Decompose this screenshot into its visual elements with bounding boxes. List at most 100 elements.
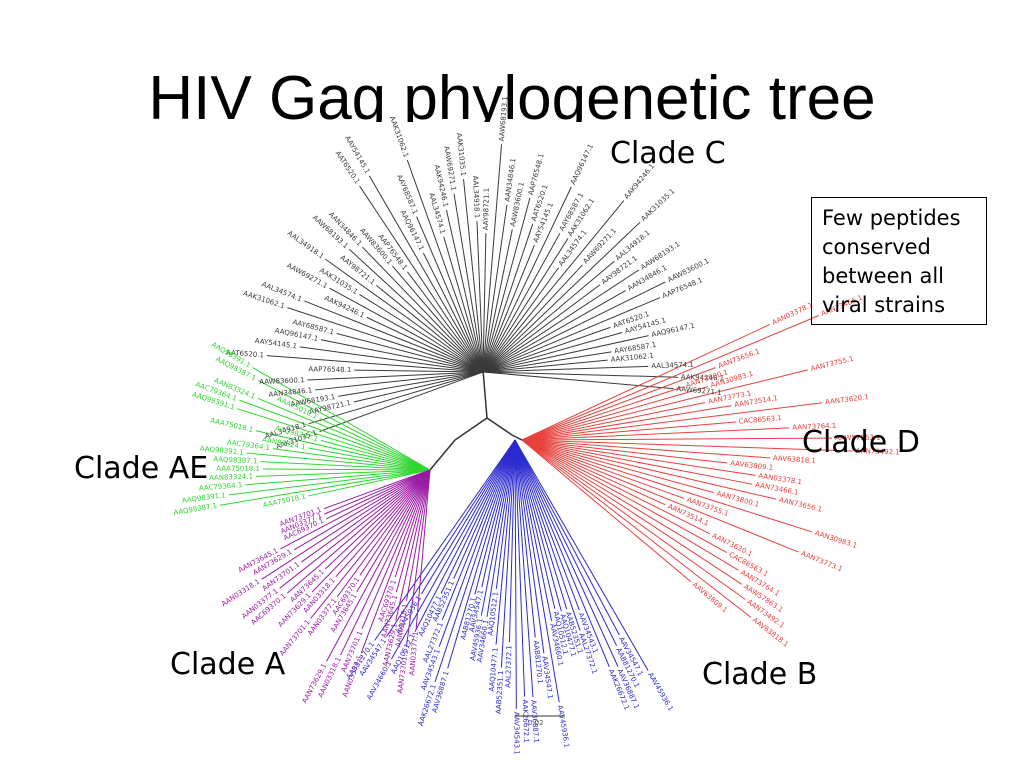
leaf-label-b: AAV34543.1: [512, 712, 520, 755]
leaf-label-c: AAY98721.1: [482, 188, 491, 231]
tree-branch-c: [482, 197, 531, 373]
tree-backbone: [486, 417, 513, 436]
tree-branch-c: [482, 365, 649, 373]
tree-branch-ae: [255, 430, 431, 471]
clade-ae-label: Clade AE: [74, 451, 209, 486]
tree-branch-c: [482, 204, 508, 373]
leaf-label-d: AAN73800.1: [716, 490, 761, 509]
tree-branch-c: [482, 244, 535, 373]
tree-branch-b: [453, 439, 516, 579]
tree-branch-b: [514, 439, 560, 703]
tree-branch-ae: [239, 399, 431, 471]
leaf-label-c: AAY68587.1: [395, 173, 419, 215]
tree-branch-c: [287, 307, 484, 373]
tree-backbone: [511, 434, 523, 441]
tree-branch-c: [453, 193, 484, 373]
tree-branch-a: [395, 469, 431, 621]
tree-branch-c: [482, 269, 640, 373]
leaf-label-ae: AAA75018.1: [216, 465, 260, 473]
leaf-label-d: AAV63818.1: [773, 454, 817, 465]
tree-branch-a: [324, 469, 431, 515]
tree-branch-b: [495, 439, 516, 589]
leaf-label-c: AAK94246.1: [323, 294, 366, 320]
tree-branch-a: [340, 469, 431, 656]
leaf-label-c: AAL34918.1: [471, 175, 481, 218]
tree-branch-a: [360, 469, 431, 654]
tree-branch-b: [441, 439, 516, 621]
leaf-label-d: AAN03378.1: [771, 301, 814, 327]
tree-branch-b: [434, 439, 516, 682]
leaf-label-b: AAL27372.1: [504, 645, 513, 688]
tree-branch-c: [299, 346, 484, 373]
tree-branch-b: [486, 439, 516, 617]
leaf-label-d: AAN73656.1: [717, 347, 761, 370]
tree-branch-c: [416, 216, 484, 373]
tree-branch-a: [394, 469, 431, 578]
tree-branch-b: [514, 439, 526, 697]
leaf-label-b: AAB52351.1: [495, 670, 506, 714]
tree-branch-c: [348, 248, 484, 373]
tree-branch-a: [395, 469, 431, 593]
tree-backbone: [429, 439, 456, 471]
clade-d-label: Clade D: [802, 425, 920, 460]
tree-branch-d: [521, 439, 685, 499]
tree-branch-d: [521, 402, 706, 441]
tree-branch-b: [495, 439, 516, 645]
tree-branch-c: [482, 332, 623, 373]
leaf-label-d: AAN30983.1: [814, 529, 858, 550]
leaf-label-c: AAW83600.1: [666, 257, 710, 284]
tree-branch-c: [359, 294, 484, 373]
tree-branch-ae: [219, 469, 431, 506]
tree-branch-b: [414, 439, 516, 632]
tree-branch-d: [521, 439, 752, 618]
tree-branch-ae: [308, 447, 431, 471]
tree-branch-b: [514, 439, 562, 612]
tree-branch-ae: [319, 417, 431, 471]
tree-branch-c: [443, 236, 484, 373]
note-line: between all: [822, 264, 945, 288]
tree-branch-a: [293, 469, 431, 551]
tree-branch-c: [359, 185, 484, 373]
tree-branch-a: [301, 469, 431, 563]
tree-branch-d: [521, 369, 808, 441]
tree-branch-b: [474, 439, 516, 595]
tree-branch-c: [482, 237, 569, 373]
leaf-label-ae: AAN83324.1: [209, 473, 253, 483]
leaf-label-ae: AAA75018.1: [210, 417, 254, 434]
leaf-label-ae: AAQ98387.1: [213, 455, 257, 465]
tree-branch-c: [407, 271, 484, 373]
tree-branch-c: [422, 252, 484, 373]
leaf-label-c: AAL34918.1: [286, 229, 325, 260]
tree-branch-c: [476, 221, 484, 373]
leaf-label-d: AAN73755.1: [810, 355, 855, 373]
tree-branch-d: [521, 402, 823, 441]
tree-branch-d: [521, 439, 799, 553]
note-line: conserved: [822, 235, 931, 259]
tree-branch-b: [514, 439, 517, 709]
clade-a-label: Clade A: [170, 647, 286, 682]
tree-branch-ae: [262, 468, 431, 471]
tree-branch-a: [336, 469, 431, 598]
tree-branch-b: [447, 439, 516, 669]
leaf-label-c: AAK31035.1: [455, 133, 467, 177]
tree-branch-c: [482, 186, 572, 373]
leaf-label-b: AAV45936.1: [646, 671, 674, 712]
leaf-label-ae: AAC79364.1: [199, 481, 243, 492]
clade-b-label: Clade B: [702, 657, 818, 692]
leaf-label-d: AAN73620.1: [825, 393, 870, 406]
tree-branch-ae: [308, 469, 431, 497]
tree-branch-c: [482, 233, 487, 373]
tree-branch-c: [445, 209, 484, 373]
leaf-label-ae: AAA75018.1: [262, 493, 306, 510]
tree-branch-c: [482, 264, 583, 373]
leaf-label-c: AAK31062.1: [388, 115, 410, 158]
note-line: viral strains: [822, 293, 946, 317]
tree-branch-a: [356, 469, 431, 592]
tree-branch-d: [521, 439, 728, 554]
tree-branch-a: [310, 469, 431, 619]
leaf-label-c: AAP76548.1: [308, 365, 351, 374]
tree-branch-c: [482, 284, 601, 373]
tree-branch-d: [521, 386, 708, 441]
tree-branch-c: [354, 369, 484, 373]
